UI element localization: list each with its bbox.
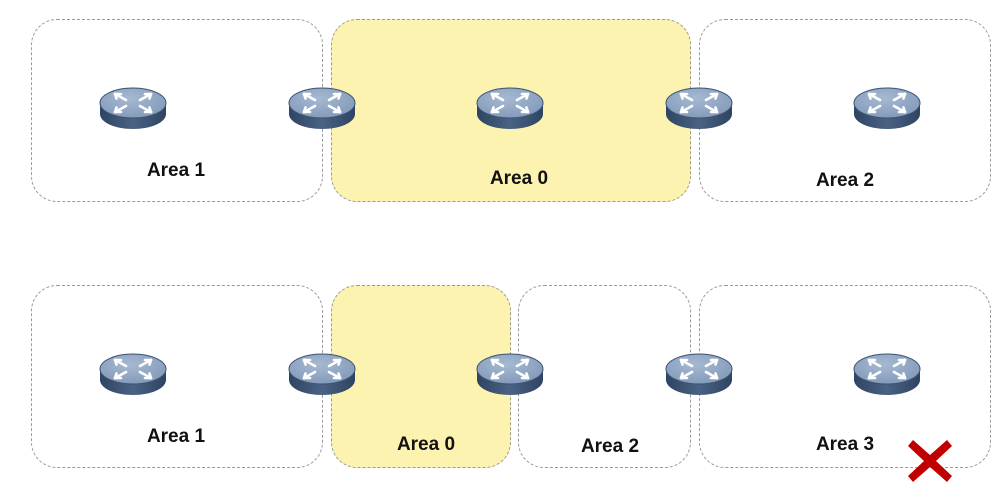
router-icon xyxy=(852,79,922,137)
bottom-area-3 xyxy=(699,285,991,468)
router-icon xyxy=(475,345,545,403)
router-icon xyxy=(98,79,168,137)
bottom-area-0-label: Area 0 xyxy=(396,434,456,455)
bottom-area-1 xyxy=(31,285,323,468)
router-icon xyxy=(98,345,168,403)
router-icon xyxy=(287,345,357,403)
bottom-area-1-label: Area 1 xyxy=(146,426,206,447)
cross-icon xyxy=(907,438,953,484)
bottom-area-3-label: Area 3 xyxy=(815,434,875,455)
router-icon xyxy=(852,345,922,403)
top-area-1-label: Area 1 xyxy=(146,160,206,181)
router-icon xyxy=(475,79,545,137)
router-icon xyxy=(664,79,734,137)
router-icon xyxy=(664,345,734,403)
router-icon xyxy=(287,79,357,137)
top-area-2 xyxy=(699,19,991,202)
top-area-2-label: Area 2 xyxy=(815,170,875,191)
top-area-0-label: Area 0 xyxy=(489,168,549,189)
bottom-area-2-label: Area 2 xyxy=(580,436,640,457)
bottom-area-2 xyxy=(518,285,691,468)
top-area-1 xyxy=(31,19,323,202)
